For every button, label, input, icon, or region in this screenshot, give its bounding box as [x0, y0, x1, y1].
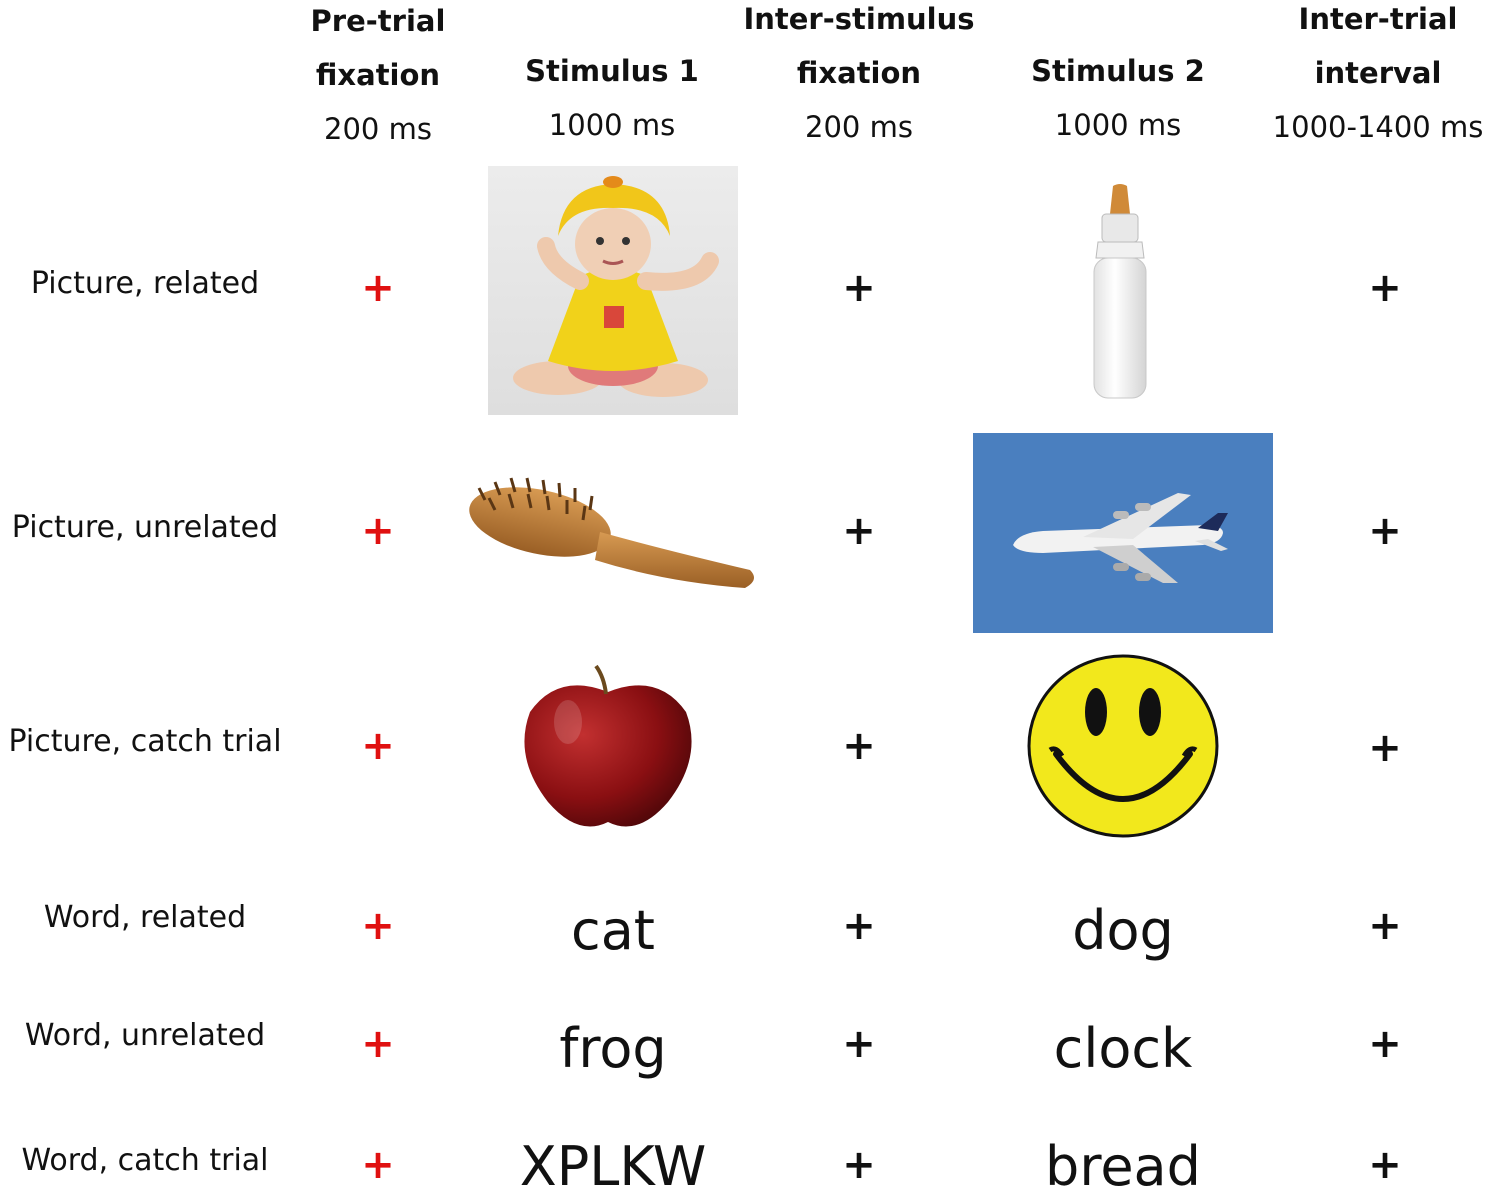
inter-stimulus-cross: + [842, 265, 876, 311]
pretrial-cross: + [361, 1021, 395, 1067]
inter-trial-cross: + [1368, 903, 1402, 949]
header-duration: 200 ms [324, 112, 432, 146]
row-label-word-catch: Word, catch trial [21, 1143, 269, 1178]
header-line1: Inter-stimulus [743, 2, 975, 36]
stimulus2-word: bread [1045, 1135, 1201, 1198]
stimulus1-word: cat [571, 899, 655, 962]
header-line2: fixation [796, 56, 922, 90]
baby-bottle-photo [1093, 184, 1147, 399]
header-line2: interval [1314, 56, 1442, 90]
pretrial-cross: + [361, 903, 395, 949]
inter-stimulus-cross: + [842, 723, 876, 769]
pretrial-cross: + [361, 508, 395, 554]
header-stimulus-2: Stimulus 2 1000 ms [988, 44, 1248, 152]
inter-trial-cross: + [1368, 1142, 1402, 1188]
apple-photo [524, 664, 692, 827]
header-line2: Stimulus 2 [1031, 54, 1205, 88]
header-line2: Stimulus 1 [525, 54, 699, 88]
header-stimulus-1: Stimulus 1 1000 ms [482, 44, 742, 152]
header-duration: 200 ms [805, 110, 913, 144]
header-line1: Inter-trial [1298, 2, 1458, 36]
inter-trial-cross: + [1368, 1021, 1402, 1067]
row-label-word-related: Word, related [43, 900, 247, 935]
inter-stimulus-cross: + [842, 508, 876, 554]
stimulus2-word: clock [1053, 1017, 1193, 1080]
pretrial-cross: + [361, 265, 395, 311]
inter-stimulus-cross: + [842, 1021, 876, 1067]
inter-stimulus-cross: + [842, 1142, 876, 1188]
smiley-face [1027, 654, 1219, 838]
baby-photo [488, 166, 738, 415]
row-label-picture-unrelated: Picture, unrelated [11, 510, 279, 545]
hairbrush-photo [469, 477, 754, 588]
pretrial-cross: + [361, 1142, 395, 1188]
stimulus1-word: XPLKW [519, 1135, 707, 1198]
header-line2: fixation [315, 58, 441, 92]
row-label-word-unrelated: Word, unrelated [24, 1018, 266, 1053]
inter-stimulus-cross: + [842, 903, 876, 949]
header-duration: 1000 ms [1054, 108, 1182, 142]
header-inter-stimulus-fixation: Inter-stimulus fixation 200 ms [714, 0, 1004, 154]
pretrial-cross: + [361, 723, 395, 769]
inter-trial-cross: + [1368, 508, 1402, 554]
stimulus1-word: frog [559, 1017, 667, 1080]
stimulus2-word: dog [1072, 899, 1174, 962]
row-label-picture-catch: Picture, catch trial [8, 724, 282, 759]
header-duration: 1000 ms [548, 108, 676, 142]
airplane-photo [973, 433, 1273, 633]
inter-trial-cross: + [1368, 725, 1402, 771]
header-pretrial-fixation: Pre-trial fixation 200 ms [248, 0, 508, 156]
row-label-picture-related: Picture, related [30, 266, 260, 301]
header-duration: 1000-1400 ms [1272, 110, 1484, 144]
header-inter-trial-interval: Inter-trial interval 1000-1400 ms [1258, 0, 1498, 154]
inter-trial-cross: + [1368, 265, 1402, 311]
header-line1: Pre-trial [310, 4, 446, 38]
